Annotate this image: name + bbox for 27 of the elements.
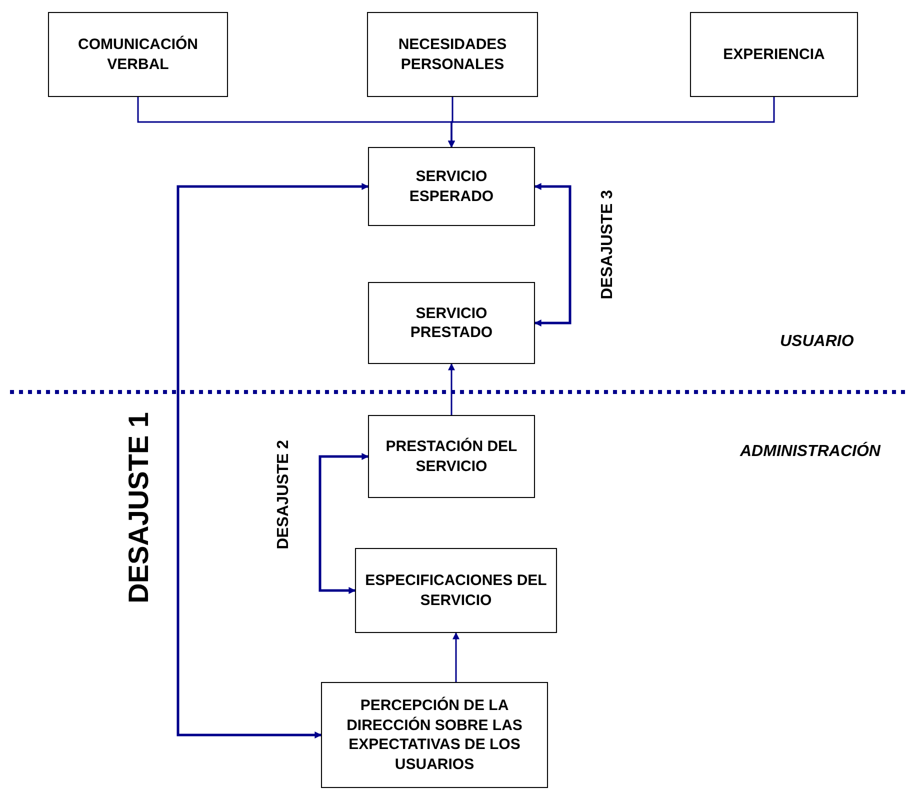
box-text: PRESTACIÓN DEL SERVICIO: [384, 437, 518, 476]
box-text: NECESIDADES PERSONALES: [397, 35, 508, 74]
zone-label: USUARIO: [780, 332, 854, 352]
zone-label: ADMINISTRACIÓN: [740, 440, 880, 462]
box-text: SERVICIO PRESTADO: [409, 304, 494, 342]
process-box: [368, 282, 535, 364]
process-box: [48, 12, 228, 97]
edge-label: DESAJUSTE 2: [274, 440, 293, 550]
arrow: [448, 97, 775, 148]
box-text: SERVICIO ESPERADO: [408, 167, 495, 206]
process-box: [367, 12, 538, 97]
arrow: [318, 453, 369, 594]
process-box: [355, 548, 557, 633]
process-box: [321, 682, 548, 788]
process-box: [368, 147, 535, 226]
box-text: EXPERIENCIA: [723, 44, 825, 64]
box-text: ESPECIFICACIONES DEL SERVICIO: [364, 571, 548, 610]
arrow: [452, 632, 460, 682]
box-text: COMUNICACIÓN VERBAL: [77, 35, 199, 74]
arrow: [176, 183, 369, 738]
edge-label: DESAJUSTE 1: [122, 412, 155, 604]
process-box: [690, 12, 858, 97]
arrow: [448, 363, 455, 415]
edge-label: DESAJUSTE 3: [598, 190, 617, 300]
process-box: [368, 415, 535, 498]
arrow: [534, 183, 572, 326]
box-text: PERCEPCIÓN DE LA DIRECCIÓN SOBRE LAS EXPECTATIVAS DE LOS USUARIOS: [346, 696, 524, 774]
